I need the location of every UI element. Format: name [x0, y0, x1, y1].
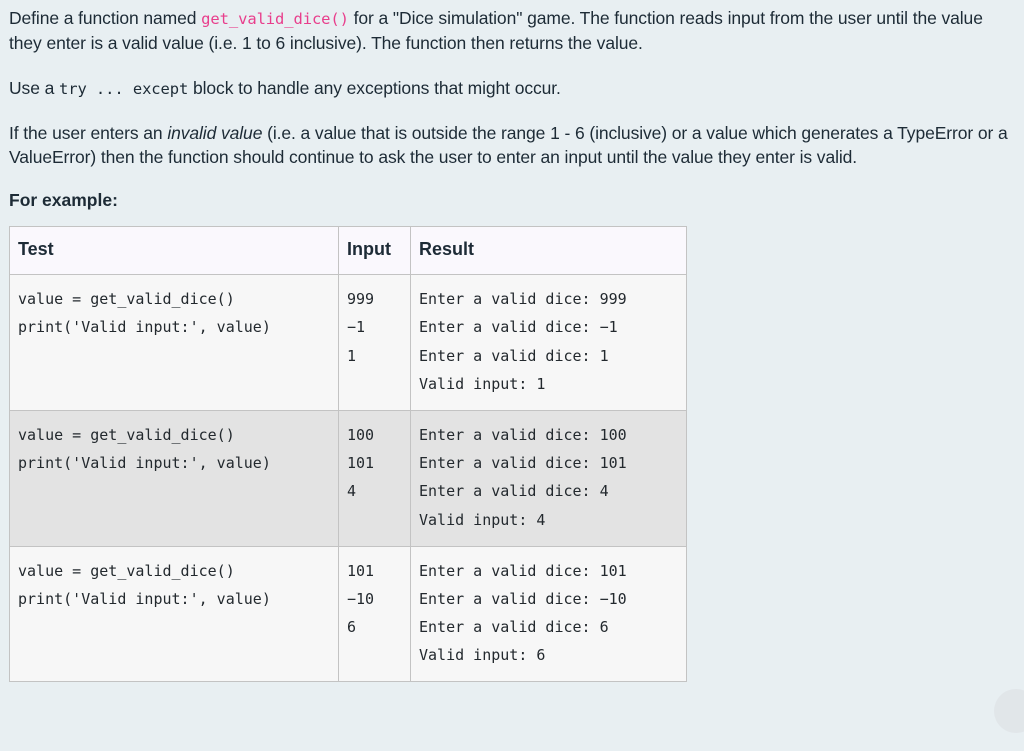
- emphasis-invalid-value: invalid value: [167, 122, 263, 143]
- column-header-input: Input: [338, 226, 411, 276]
- paragraph-1-text-b: for a "Dice simulation" game. The functi…: [9, 8, 983, 53]
- cell-test: value = get_valid_dice() print('Valid in…: [9, 409, 339, 547]
- table-row: value = get_valid_dice() print('Valid in…: [9, 545, 687, 683]
- cell-input: 101 −10 6: [338, 545, 411, 683]
- paragraph-1-text-a: Define a function named: [9, 8, 202, 28]
- column-header-test: Test: [9, 226, 339, 276]
- table-row: value = get_valid_dice() print('Valid in…: [9, 274, 687, 411]
- cell-test: value = get_valid_dice() print('Valid in…: [9, 545, 339, 683]
- examples-table: Test Input Result value = get_valid_dice…: [9, 226, 687, 683]
- paragraph-3-text-b: (i.e. a value that is outside the range …: [9, 122, 1008, 168]
- cell-input: 999 −1 1: [338, 274, 411, 411]
- table-header: Test Input Result: [9, 226, 687, 276]
- column-header-result: Result: [410, 226, 687, 276]
- table-row: value = get_valid_dice() print('Valid in…: [9, 409, 687, 547]
- cell-result: Enter a valid dice: 100 Enter a valid di…: [410, 409, 687, 547]
- paragraph-2-text-b: block to handle any exceptions that migh…: [188, 77, 561, 98]
- paragraph-try-except: Use a try ... except block to handle any…: [9, 76, 1014, 101]
- cell-input: 100 101 4: [338, 409, 411, 547]
- inline-code-get-valid-dice: get_valid_dice(): [201, 10, 349, 28]
- paragraph-task-description: Define a function named get_valid_dice()…: [9, 0, 1014, 56]
- page-content: Define a function named get_valid_dice()…: [9, 0, 1014, 683]
- paragraph-invalid-value: If the user enters an invalid value (i.e…: [9, 121, 1014, 171]
- cell-test: value = get_valid_dice() print('Valid in…: [9, 274, 339, 411]
- paragraph-2-text-a: Use a: [9, 77, 59, 98]
- table-body: value = get_valid_dice() print('Valid in…: [9, 274, 687, 683]
- cell-result: Enter a valid dice: 999 Enter a valid di…: [410, 274, 687, 411]
- table-header-row: Test Input Result: [9, 226, 687, 276]
- cell-result: Enter a valid dice: 101 Enter a valid di…: [410, 545, 687, 683]
- paragraph-3-text-a: If the user enters an: [9, 122, 168, 143]
- chat-widget-button[interactable]: [994, 689, 1024, 733]
- for-example-heading: For example:: [9, 190, 118, 211]
- inline-code-try-except: try ... except: [58, 79, 189, 98]
